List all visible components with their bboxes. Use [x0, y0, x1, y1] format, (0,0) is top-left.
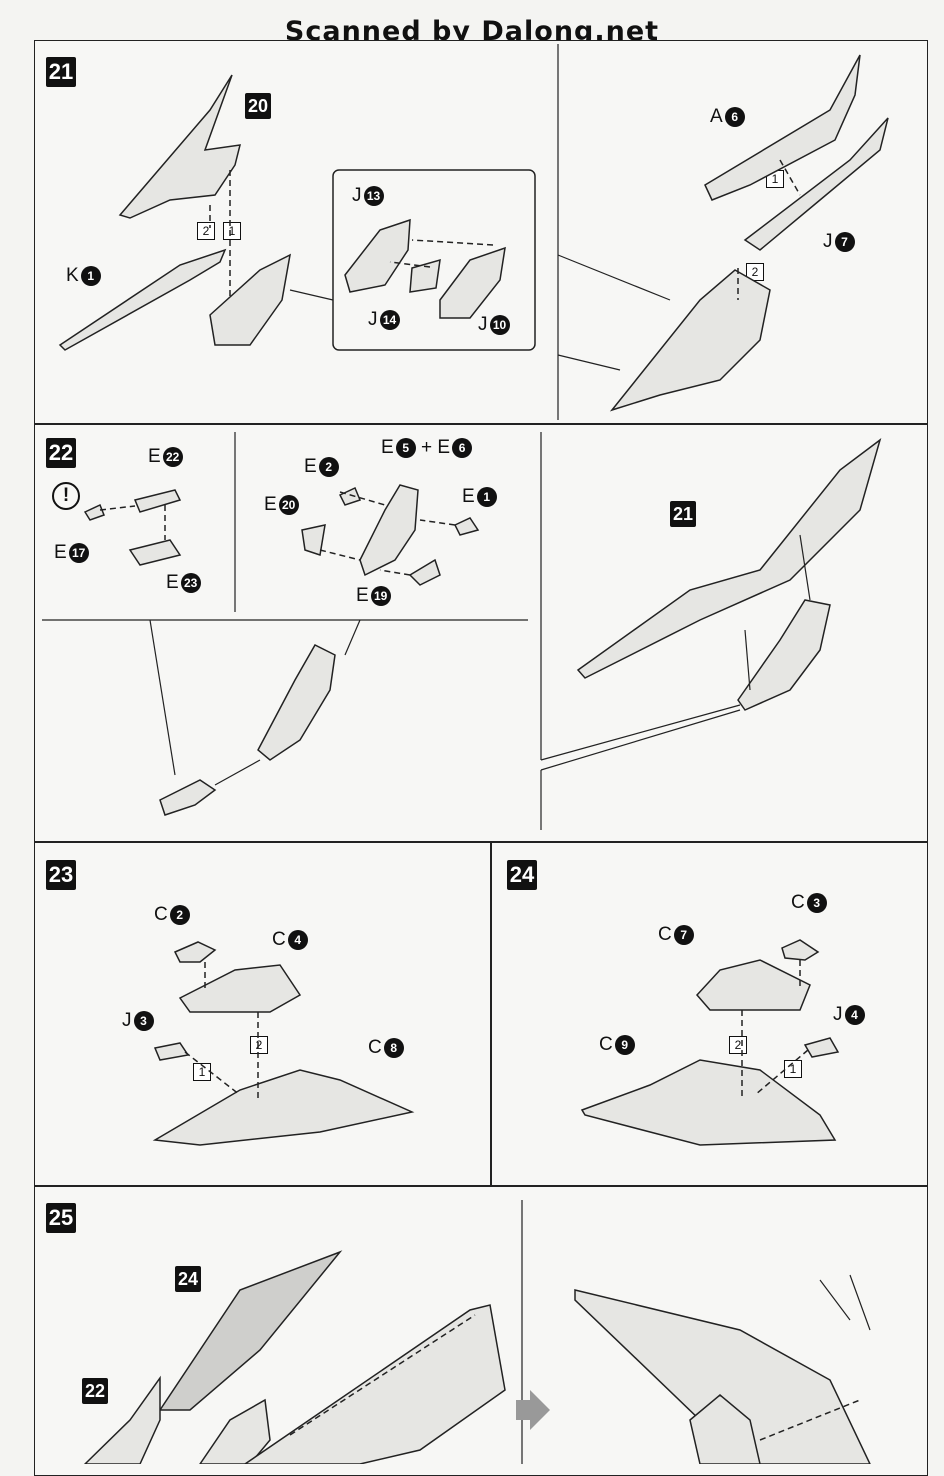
part-number: 14 [379, 309, 400, 330]
part-number: 4 [287, 929, 308, 950]
plus-sign: + [420, 437, 433, 458]
part-number: 1 [476, 486, 497, 507]
step-25-ref-24: 24 [175, 1266, 201, 1292]
step-24-number: 24 [507, 860, 537, 890]
part-letter: J [368, 309, 378, 330]
part-letter: E [264, 494, 277, 515]
part-letter: C [154, 904, 168, 925]
part-letter: J [478, 314, 488, 335]
part-number: 6 [724, 106, 745, 127]
part-number: 9 [614, 1034, 635, 1055]
part-letter: E [356, 585, 369, 606]
part-number: 22 [162, 446, 183, 467]
part-number: 2 [318, 456, 339, 477]
part-letter: C [658, 924, 672, 945]
part-number: 10 [489, 314, 510, 335]
part-number: 7 [834, 231, 855, 252]
part-letter: E [437, 437, 451, 458]
part-letter: C [272, 929, 286, 950]
step-22-ref-21: 21 [670, 501, 696, 527]
part-letter: J [352, 185, 362, 206]
caution-icon: ! [52, 482, 80, 510]
part-letter: E [462, 486, 475, 507]
part-letter: A [710, 106, 723, 127]
part-number: 3 [806, 892, 827, 913]
part-letter: C [599, 1034, 613, 1055]
part-letter: C [368, 1037, 382, 1058]
step-22-number: 22 [46, 438, 76, 468]
part-number: 13 [363, 185, 384, 206]
order-marker-1: 1 [223, 222, 241, 240]
part-number: 8 [383, 1037, 404, 1058]
part-number: 5 [395, 437, 416, 458]
step-25-ref-22: 22 [82, 1378, 108, 1404]
part-letter: E [381, 437, 394, 458]
part-number: 2 [169, 904, 190, 925]
step-23-number: 23 [46, 860, 76, 890]
step-21-ref-20: 20 [245, 93, 271, 119]
part-number: 6 [452, 437, 473, 458]
part-letter: J [833, 1004, 843, 1025]
part-number: 17 [68, 542, 89, 563]
part-letter: E [54, 542, 67, 563]
order-marker-2: 2 [250, 1036, 268, 1054]
part-number: 20 [278, 494, 299, 515]
part-letter: E [304, 456, 317, 477]
order-marker-2b: 2 [746, 263, 764, 281]
part-number: 19 [370, 585, 391, 606]
part-letter: C [791, 892, 805, 913]
part-letter: E [166, 572, 179, 593]
part-number: 1 [80, 265, 101, 286]
part-number: 23 [180, 572, 201, 593]
part-letter: J [823, 231, 833, 252]
part-number: 4 [844, 1004, 865, 1025]
part-letter: K [66, 265, 79, 286]
step-21-number: 21 [46, 57, 76, 87]
part-number: 3 [133, 1010, 154, 1031]
part-letter: J [122, 1010, 132, 1031]
part-letter: E [148, 446, 161, 467]
part-number: 7 [673, 924, 694, 945]
step-25-number: 25 [46, 1203, 76, 1233]
